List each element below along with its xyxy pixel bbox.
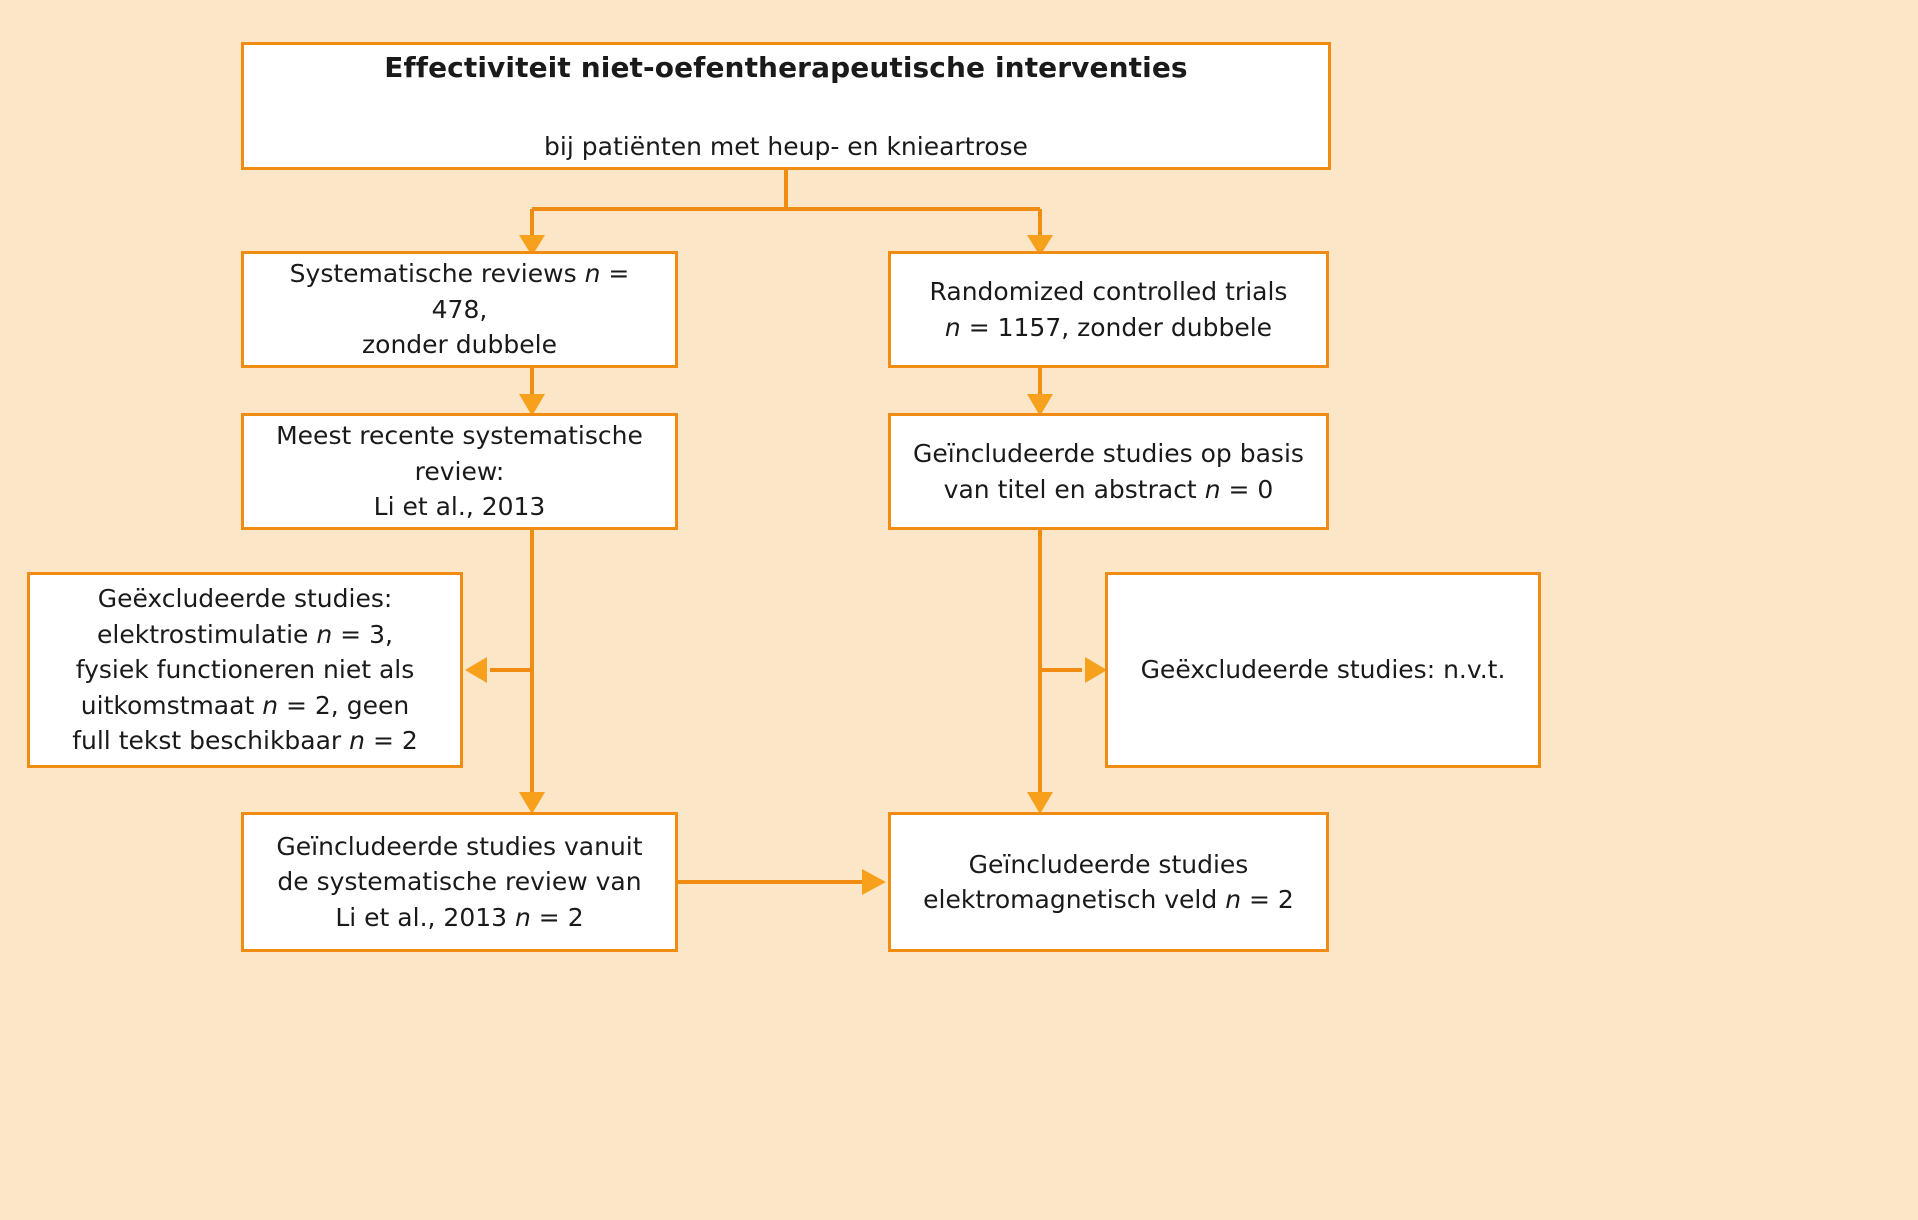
title-subheading: bij patiënten met heup- en knieartrose: [544, 131, 1028, 161]
title-heading: Effectiviteit niet-oefentherapeutische i…: [384, 50, 1188, 84]
node-systematic-reviews-text: Systematische reviews n = 478,zonder dub…: [289, 259, 630, 360]
node-excluded-studies-left-text: Geëxcludeerde studies:elektrostimulatie …: [72, 584, 418, 756]
node-title: Effectiviteit niet-oefentherapeutische i…: [241, 42, 1331, 170]
title-text: Effectiviteit niet-oefentherapeutische i…: [370, 12, 1201, 200]
node-systematic-reviews: Systematische reviews n = 478,zonder dub…: [241, 251, 678, 368]
node-most-recent-review-text: Meest recente systematische review:Li et…: [276, 421, 643, 522]
node-excluded-studies-right-text: Geëxcludeerde studies: n.v.t.: [1140, 655, 1506, 685]
node-most-recent-review: Meest recente systematische review:Li et…: [241, 413, 678, 530]
node-excluded-studies-left: Geëxcludeerde studies:elektrostimulatie …: [27, 572, 463, 768]
node-excluded-studies-right: Geëxcludeerde studies: n.v.t.: [1105, 572, 1541, 768]
